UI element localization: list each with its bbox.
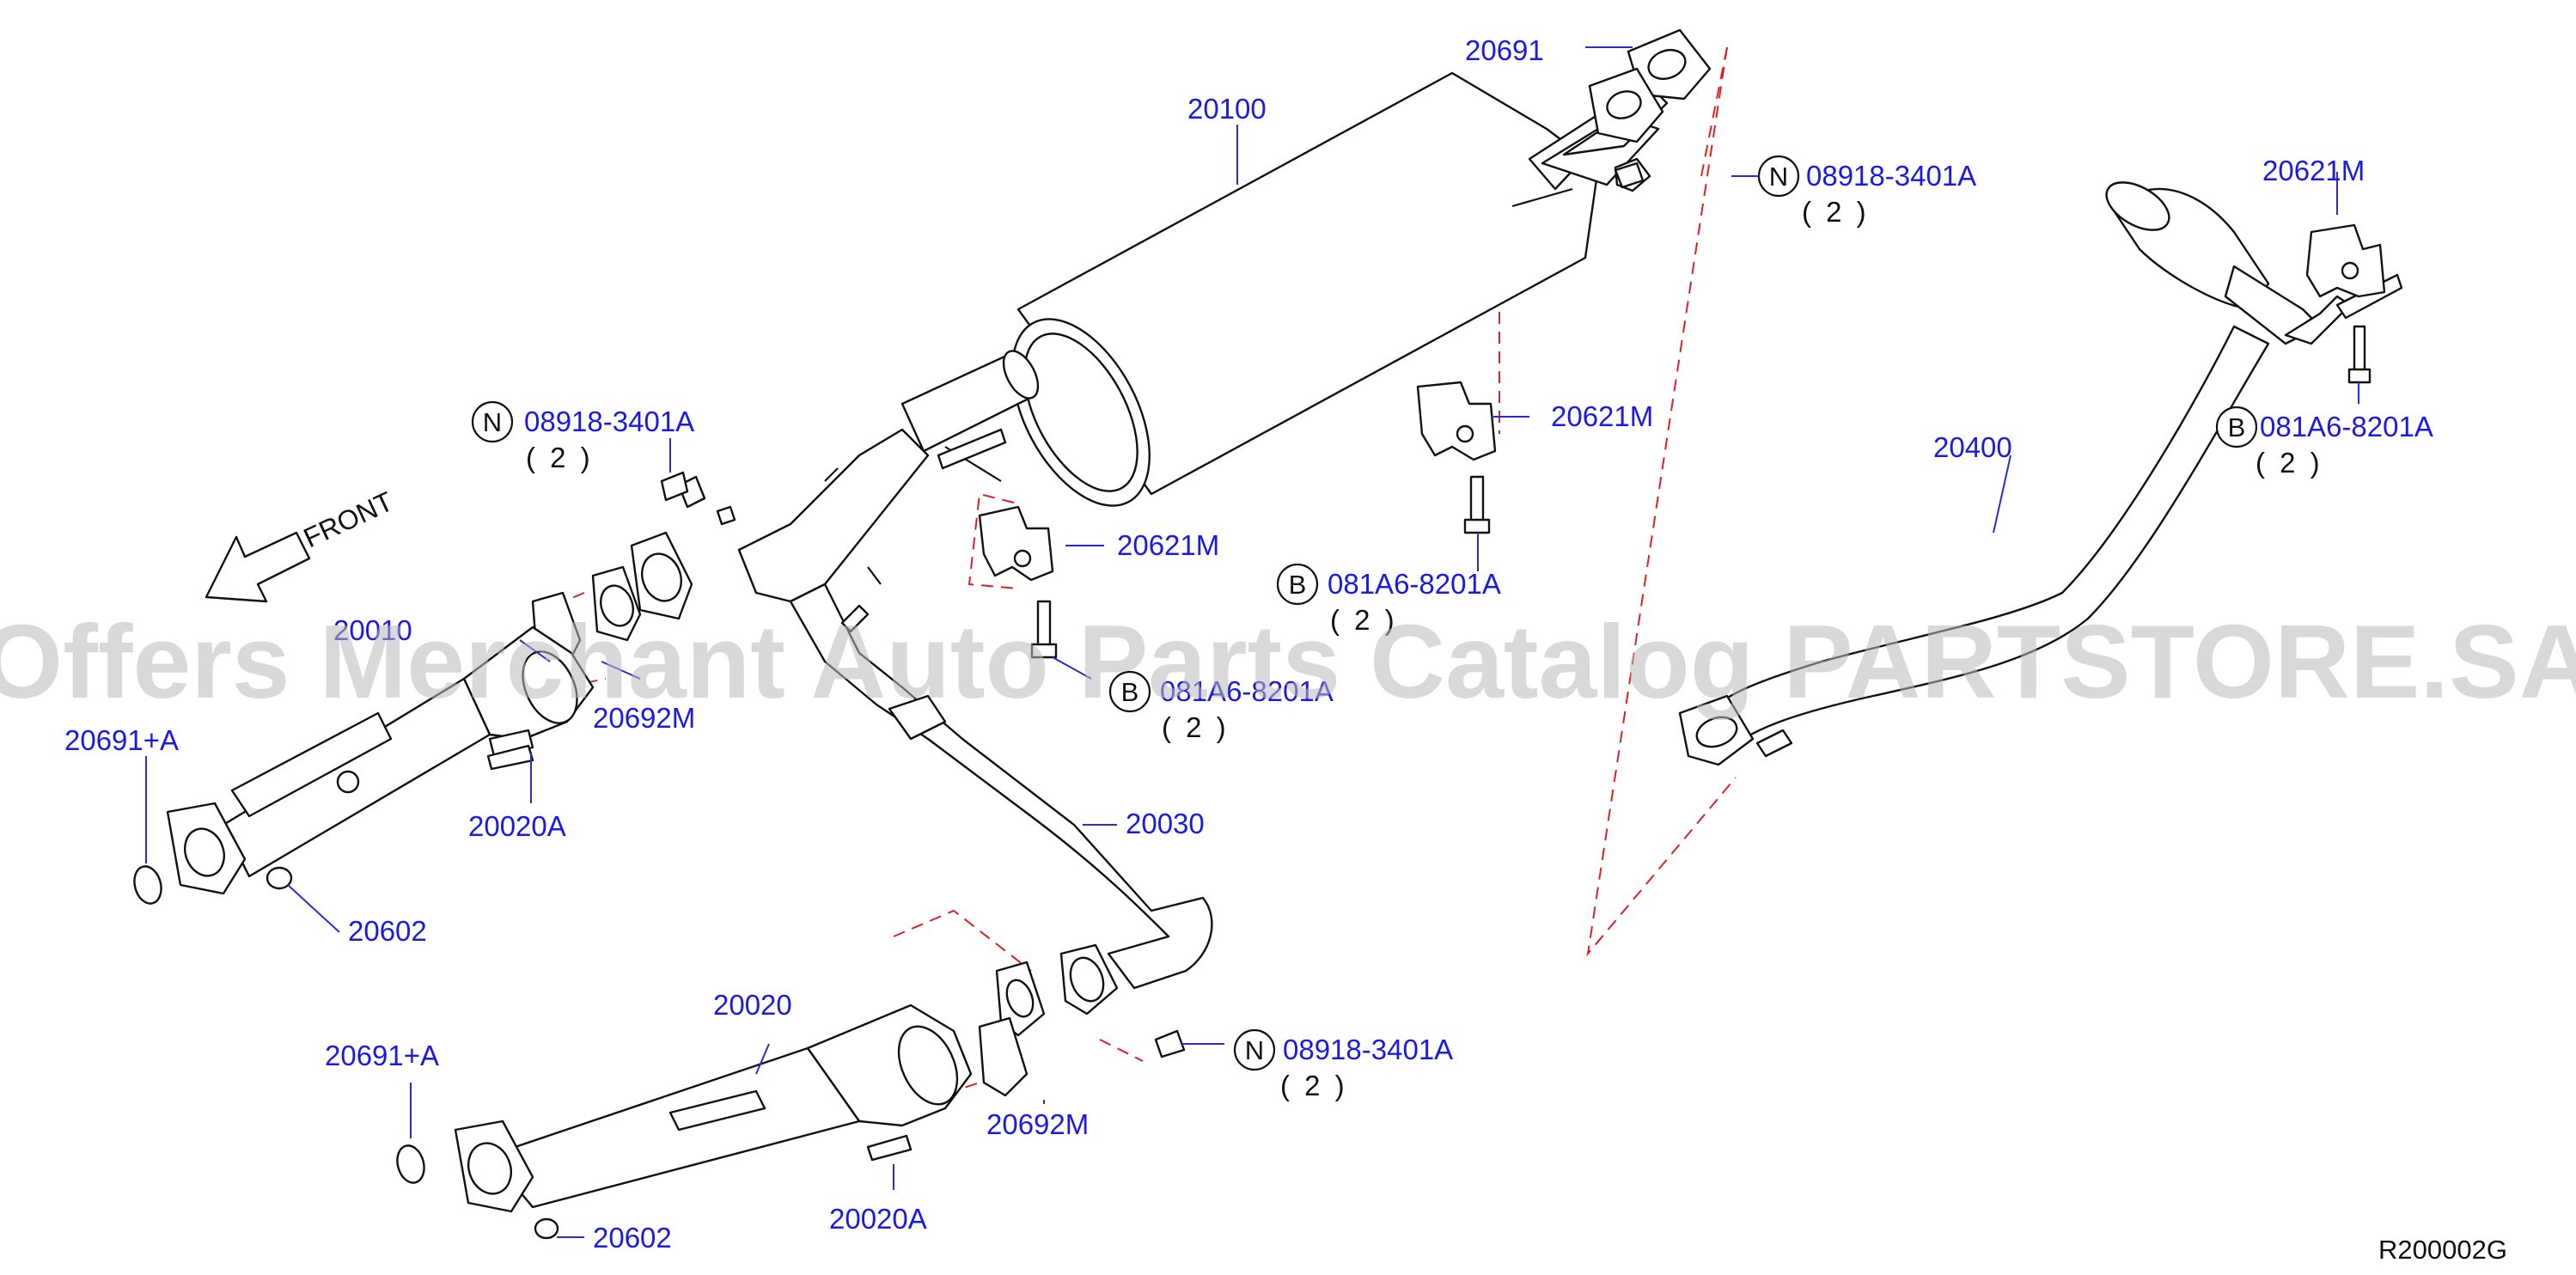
diagram-reference: R200002G <box>2378 1235 2507 1265</box>
bolt-symbol-right: B <box>2228 412 2246 442</box>
bolt-symbol-left: B <box>1121 677 1139 707</box>
part-labels: 20691 20100 08918-3401A ( 2 ) 20621M 081… <box>64 34 2433 1254</box>
label-gasket-top: 20691 <box>1465 34 1544 66</box>
label-gasket-upper: 20692M <box>593 702 695 734</box>
label-nut-code-left: 08918-3401A <box>524 406 694 437</box>
label-nut-code-top: 08918-3401A <box>1806 160 1976 192</box>
label-mount-right: 20621M <box>2262 155 2365 186</box>
qty-bolt-left: ( 2 ) <box>1162 711 1230 743</box>
qty-nut-bottom: ( 2 ) <box>1280 1070 1348 1101</box>
label-nut-upper: 20602 <box>348 915 427 947</box>
label-front-tube-lower: 20020 <box>713 989 792 1021</box>
mount-bracket-mid <box>1416 381 1497 534</box>
muffler-assembly <box>900 71 1669 507</box>
label-mount-left: 20621M <box>1117 529 1219 561</box>
front-direction-arrow: FRONT <box>204 485 398 603</box>
callout-symbols: N B B N B N <box>471 155 2258 1071</box>
mount-bracket-right <box>2305 223 2386 384</box>
tail-tube <box>1678 181 2403 766</box>
qty-bolt-mid: ( 2 ) <box>1330 604 1398 636</box>
gasket-flanges-upper <box>531 475 736 668</box>
label-stud-lower: 20020A <box>829 1203 927 1235</box>
nut-symbol-left: N <box>483 407 502 437</box>
nut-symbol-bottom: N <box>1245 1035 1264 1065</box>
center-pipe <box>737 428 1213 1037</box>
front-tube-lower <box>396 1004 1029 1240</box>
label-stud-upper: 20020A <box>468 810 566 842</box>
mount-bracket-left <box>978 505 1058 659</box>
label-muffler: 20100 <box>1187 93 1267 125</box>
label-front-tube-upper: 20010 <box>333 614 412 646</box>
watermark-text: Offers Merchant Auto Parts Catalog PARTS… <box>0 603 2576 720</box>
label-bolt-code-right: 081A6-8201A <box>2260 411 2433 442</box>
label-gasket-a-lower: 20691+A <box>325 1040 439 1071</box>
label-bolt-code-left: 081A6-8201A <box>1160 675 1334 707</box>
label-gasket-lower: 20692M <box>986 1108 1089 1140</box>
qty-nut-top: ( 2 ) <box>1802 196 1870 228</box>
label-tail-tube: 20400 <box>1933 431 2012 463</box>
leader-lines <box>145 46 2359 1238</box>
label-mount-mid: 20621M <box>1551 400 1653 432</box>
bolt-symbol-mid: B <box>1289 570 1307 600</box>
qty-nut-left: ( 2 ) <box>526 442 594 473</box>
fasteners <box>486 162 1645 1058</box>
label-nut-code-bottom: 08918-3401A <box>1283 1034 1453 1065</box>
nut-symbol-top: N <box>1769 162 1788 192</box>
label-center-tube: 20030 <box>1126 808 1205 839</box>
label-bolt-code-mid: 081A6-8201A <box>1328 568 1501 600</box>
front-tube-upper <box>133 625 595 905</box>
label-nut-lower: 20602 <box>593 1222 672 1254</box>
label-gasket-a-upper: 20691+A <box>64 724 179 756</box>
qty-bolt-right: ( 2 ) <box>2256 447 2323 479</box>
front-label: FRONT <box>299 485 398 553</box>
